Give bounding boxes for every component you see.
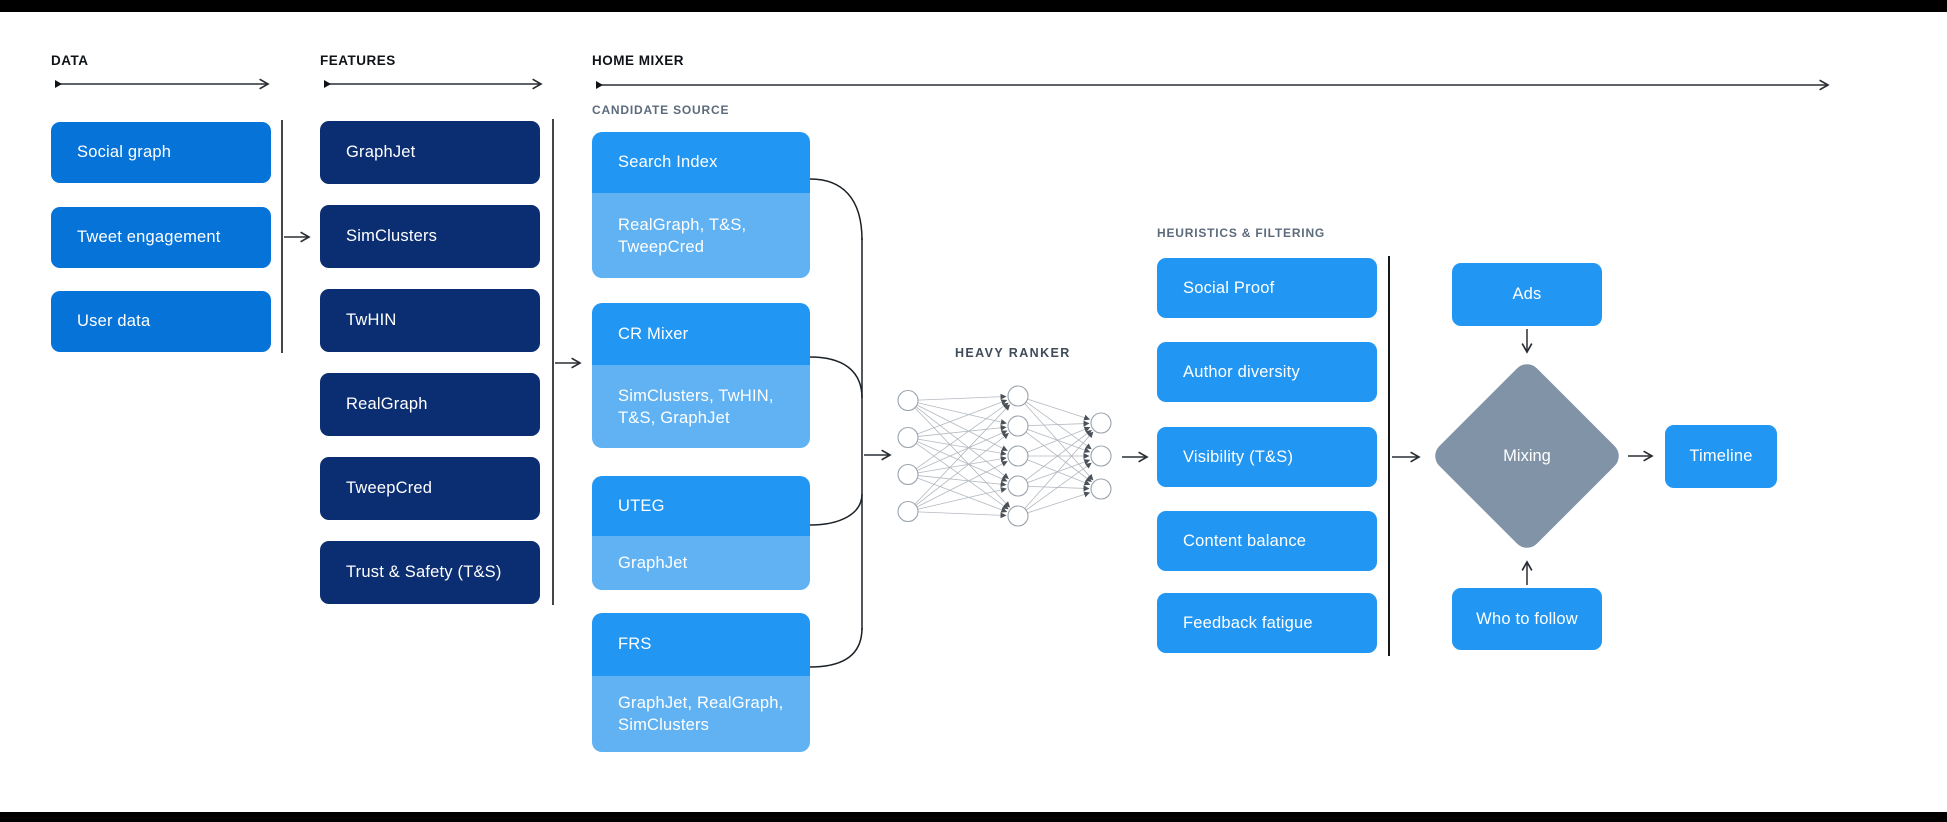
neural-network-node [897, 389, 919, 412]
candidate-title: Search Index [592, 132, 810, 193]
node-label: SimClusters [346, 227, 438, 245]
node-label: Ads [1512, 285, 1542, 303]
candidate-title: FRS [592, 613, 810, 676]
heuristic-node-social-proof: Social Proof [1157, 258, 1377, 318]
node-label: Who to follow [1476, 609, 1578, 628]
uteg-connector [809, 493, 863, 526]
bottom-frame-bar [0, 812, 1947, 822]
node-label: Social graph [77, 143, 172, 161]
node-label: GraphJet [346, 143, 416, 161]
node-label: Social Proof [1183, 278, 1275, 297]
node-sublabel: SimClusters, TwHIN, T&S, GraphJet [618, 386, 774, 427]
heuristic-node-content-balance: Content balance [1157, 511, 1377, 571]
candidate-uteg: UTEG GraphJet [592, 476, 810, 590]
candidate-frs: FRS GraphJet, RealGraph, SimClusters [592, 613, 810, 752]
node-label: Tweet engagement [77, 228, 221, 246]
feature-node-tweepcred: TweepCred [320, 457, 540, 520]
neural-network-node [897, 463, 919, 486]
cr-mixer-connector [809, 356, 863, 399]
neural-network-node [1090, 412, 1112, 434]
candidate-search-index: Search Index RealGraph, T&S, TweepCred [592, 132, 810, 278]
node-sublabel: RealGraph, T&S, TweepCred [618, 215, 747, 256]
data-node-social-graph: Social graph [51, 122, 271, 183]
neural-network-node [897, 500, 919, 523]
feature-node-graphjet: GraphJet [320, 121, 540, 184]
heuristic-node-feedback-fatigue: Feedback fatigue [1157, 593, 1377, 653]
node-sublabel: GraphJet [618, 554, 688, 572]
node-label: FRS [618, 635, 652, 653]
timeline-node: Timeline [1665, 425, 1777, 488]
node-label: TwHIN [346, 311, 397, 329]
neural-network-node [1007, 415, 1029, 437]
candidate-feature-list: SimClusters, TwHIN, T&S, GraphJet [592, 365, 810, 448]
candidate-title: CR Mixer [592, 303, 810, 365]
node-label: Feedback fatigue [1183, 613, 1313, 632]
feature-node-trust-safety: Trust & Safety (T&S) [320, 541, 540, 604]
mixing-label: Mixing [1503, 446, 1551, 465]
node-label: Search Index [618, 153, 718, 171]
feature-node-realgraph: RealGraph [320, 373, 540, 436]
node-label: Timeline [1689, 447, 1753, 465]
features-section-label: FEATURES [320, 53, 396, 68]
neural-network-node [1007, 505, 1029, 527]
heuristic-node-visibility: Visibility (T&S) [1157, 427, 1377, 487]
ads-node: Ads [1452, 263, 1602, 326]
candidate-source-label: CANDIDATE SOURCE [592, 103, 730, 117]
node-label: Author diversity [1183, 362, 1300, 381]
top-frame-bar [0, 0, 1947, 12]
node-label: User data [77, 312, 151, 330]
node-sublabel: GraphJet, RealGraph, SimClusters [618, 694, 784, 734]
node-label: RealGraph [346, 395, 428, 413]
node-label: Visibility (T&S) [1183, 447, 1294, 466]
who-to-follow-node: Who to follow [1452, 588, 1602, 650]
candidate-feature-list: GraphJet [592, 536, 810, 590]
heavy-ranker-label: HEAVY RANKER [955, 346, 1071, 360]
search-index-connector [809, 178, 863, 241]
feature-node-twhin: TwHIN [320, 289, 540, 352]
candidate-feature-list: GraphJet, RealGraph, SimClusters [592, 676, 810, 752]
heavy-ranker-network [897, 385, 1112, 527]
neural-network-node [1090, 478, 1112, 500]
node-label: TweepCred [346, 479, 433, 497]
feature-node-simclusters: SimClusters [320, 205, 540, 268]
node-label: Content balance [1183, 531, 1307, 550]
data-section-label: DATA [51, 53, 89, 68]
neural-network-node [897, 426, 919, 449]
heuristic-node-author-diversity: Author diversity [1157, 342, 1377, 402]
home-mixer-section-label: HOME MIXER [592, 53, 685, 68]
candidate-feature-list: RealGraph, T&S, TweepCred [592, 193, 810, 278]
neural-network-node [1007, 475, 1029, 497]
node-label: Trust & Safety (T&S) [346, 563, 502, 581]
frs-connector [809, 627, 863, 668]
neural-network-node [1090, 445, 1112, 467]
node-label: CR Mixer [618, 324, 689, 343]
candidate-cr-mixer: CR Mixer SimClusters, TwHIN, T&S, GraphJ… [592, 303, 810, 448]
heuristics-filtering-label: HEURISTICS & FILTERING [1157, 226, 1326, 240]
node-label: UTEG [618, 496, 665, 515]
neural-network-node [1007, 445, 1029, 467]
neural-network-node [1007, 385, 1029, 407]
data-node-user-data: User data [51, 291, 271, 352]
data-node-tweet-engagement: Tweet engagement [51, 207, 271, 268]
candidate-title: UTEG [592, 476, 810, 536]
